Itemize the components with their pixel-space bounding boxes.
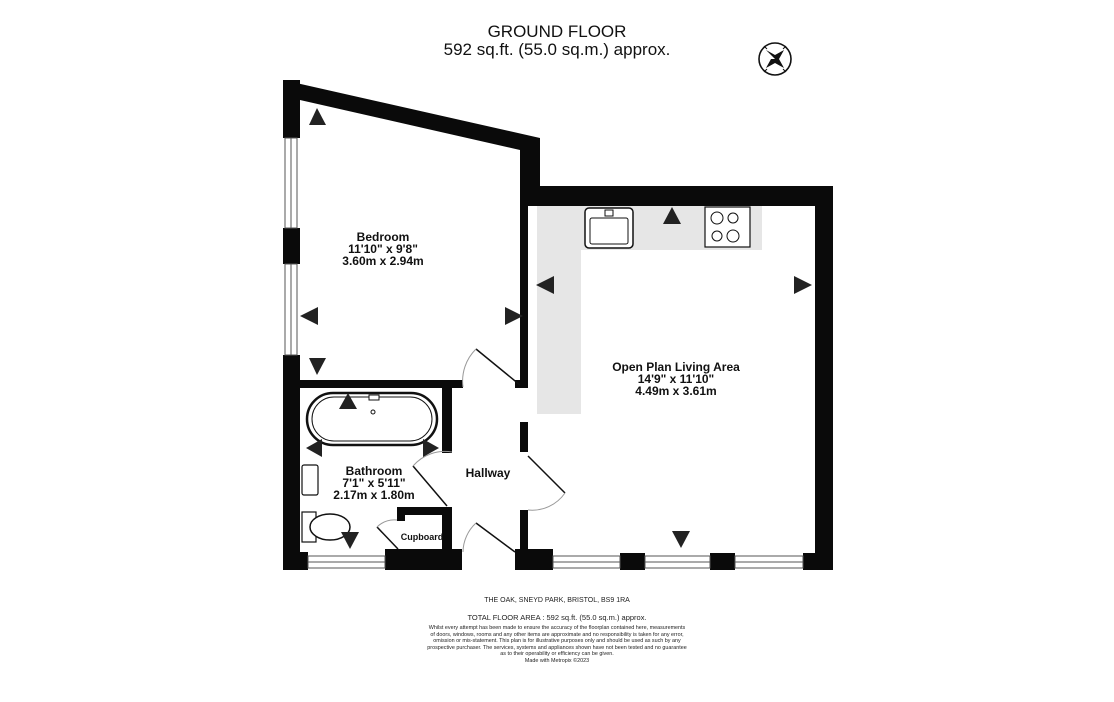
toilet-icon bbox=[301, 511, 351, 543]
disclaimer: Whilst every attempt has been made to en… bbox=[427, 625, 687, 664]
room-name-bathroom: Bathroom bbox=[346, 464, 403, 478]
doors bbox=[376, 348, 566, 553]
compass-rose-icon bbox=[758, 42, 792, 76]
floor-area: 592 sq.ft. (55.0 sq.m.) approx. bbox=[443, 40, 671, 59]
room-imperial-living: 14'9" x 11'10" bbox=[638, 372, 714, 386]
room-name-cupboard: Cupboard bbox=[401, 532, 444, 542]
room-imperial-bathroom: 7'1" x 5'11" bbox=[342, 476, 405, 490]
address: THE OAK, SNEYD PARK, BRISTOL, BS9 1RA bbox=[484, 597, 630, 604]
windows bbox=[284, 137, 804, 569]
basin-icon bbox=[301, 464, 319, 496]
floor-title: GROUND FLOOR bbox=[487, 22, 627, 41]
room-imperial-bedroom: 11'10" x 9'8" bbox=[348, 242, 418, 256]
room-metric-bathroom: 2.17m x 1.80m bbox=[333, 488, 414, 502]
room-name-bedroom: Bedroom bbox=[357, 230, 410, 244]
measurement-arrows bbox=[300, 108, 812, 549]
room-name-living: Open Plan Living Area bbox=[612, 360, 740, 374]
hob-icon bbox=[704, 206, 751, 248]
room-metric-bedroom: 3.60m x 2.94m bbox=[342, 254, 423, 268]
bathtub-icon bbox=[305, 391, 439, 447]
walls bbox=[283, 80, 833, 570]
room-name-hallway: Hallway bbox=[466, 466, 511, 480]
kitchen-sink-icon bbox=[584, 207, 634, 249]
room-metric-living: 4.49m x 3.61m bbox=[635, 384, 716, 398]
total-floor-area: TOTAL FLOOR AREA : 592 sq.ft. (55.0 sq.m… bbox=[467, 613, 647, 622]
